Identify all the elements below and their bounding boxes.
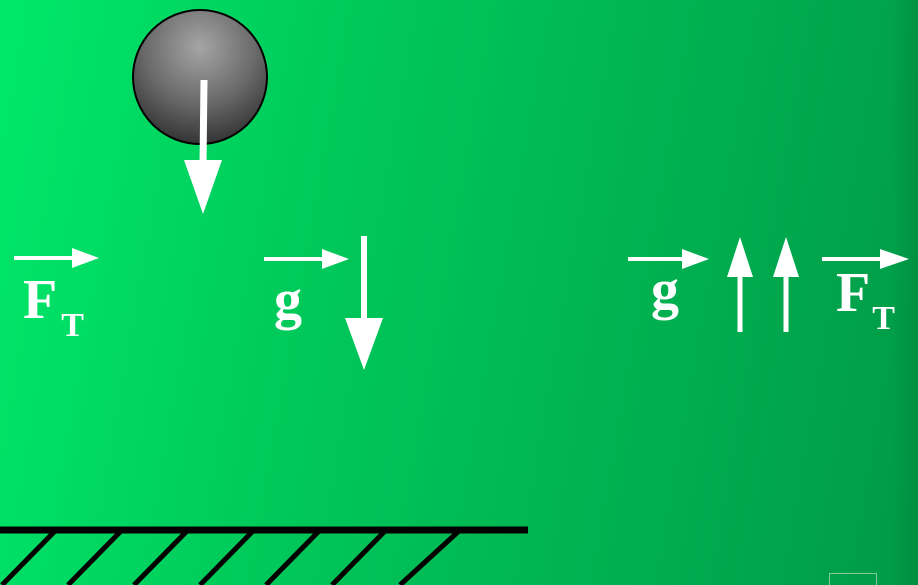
right-edge-shade — [892, 0, 918, 585]
force-vector-arrow-icon — [14, 248, 99, 268]
ground-hatching — [0, 528, 462, 585]
corner-frame — [829, 573, 877, 585]
force-symbol: F — [23, 269, 58, 331]
gravity-vector-arrow-icon-right — [628, 249, 709, 269]
gravity-label-right: g — [651, 259, 679, 321]
force-vector-arrow-icon-right — [822, 249, 909, 269]
gravity-label: g — [274, 269, 302, 331]
gravity-vector-arrow-icon — [264, 249, 349, 269]
force-subscript-right: T — [872, 300, 895, 337]
force-tension-label-right: FT — [836, 262, 895, 336]
up-arrow-icon-1 — [727, 237, 753, 332]
gravity-down-arrow-icon — [345, 236, 383, 370]
force-subscript: T — [61, 307, 84, 344]
velocity-arrow-icon — [184, 79, 222, 214]
up-arrow-icon-2 — [773, 237, 799, 332]
force-symbol-right: F — [836, 262, 871, 324]
